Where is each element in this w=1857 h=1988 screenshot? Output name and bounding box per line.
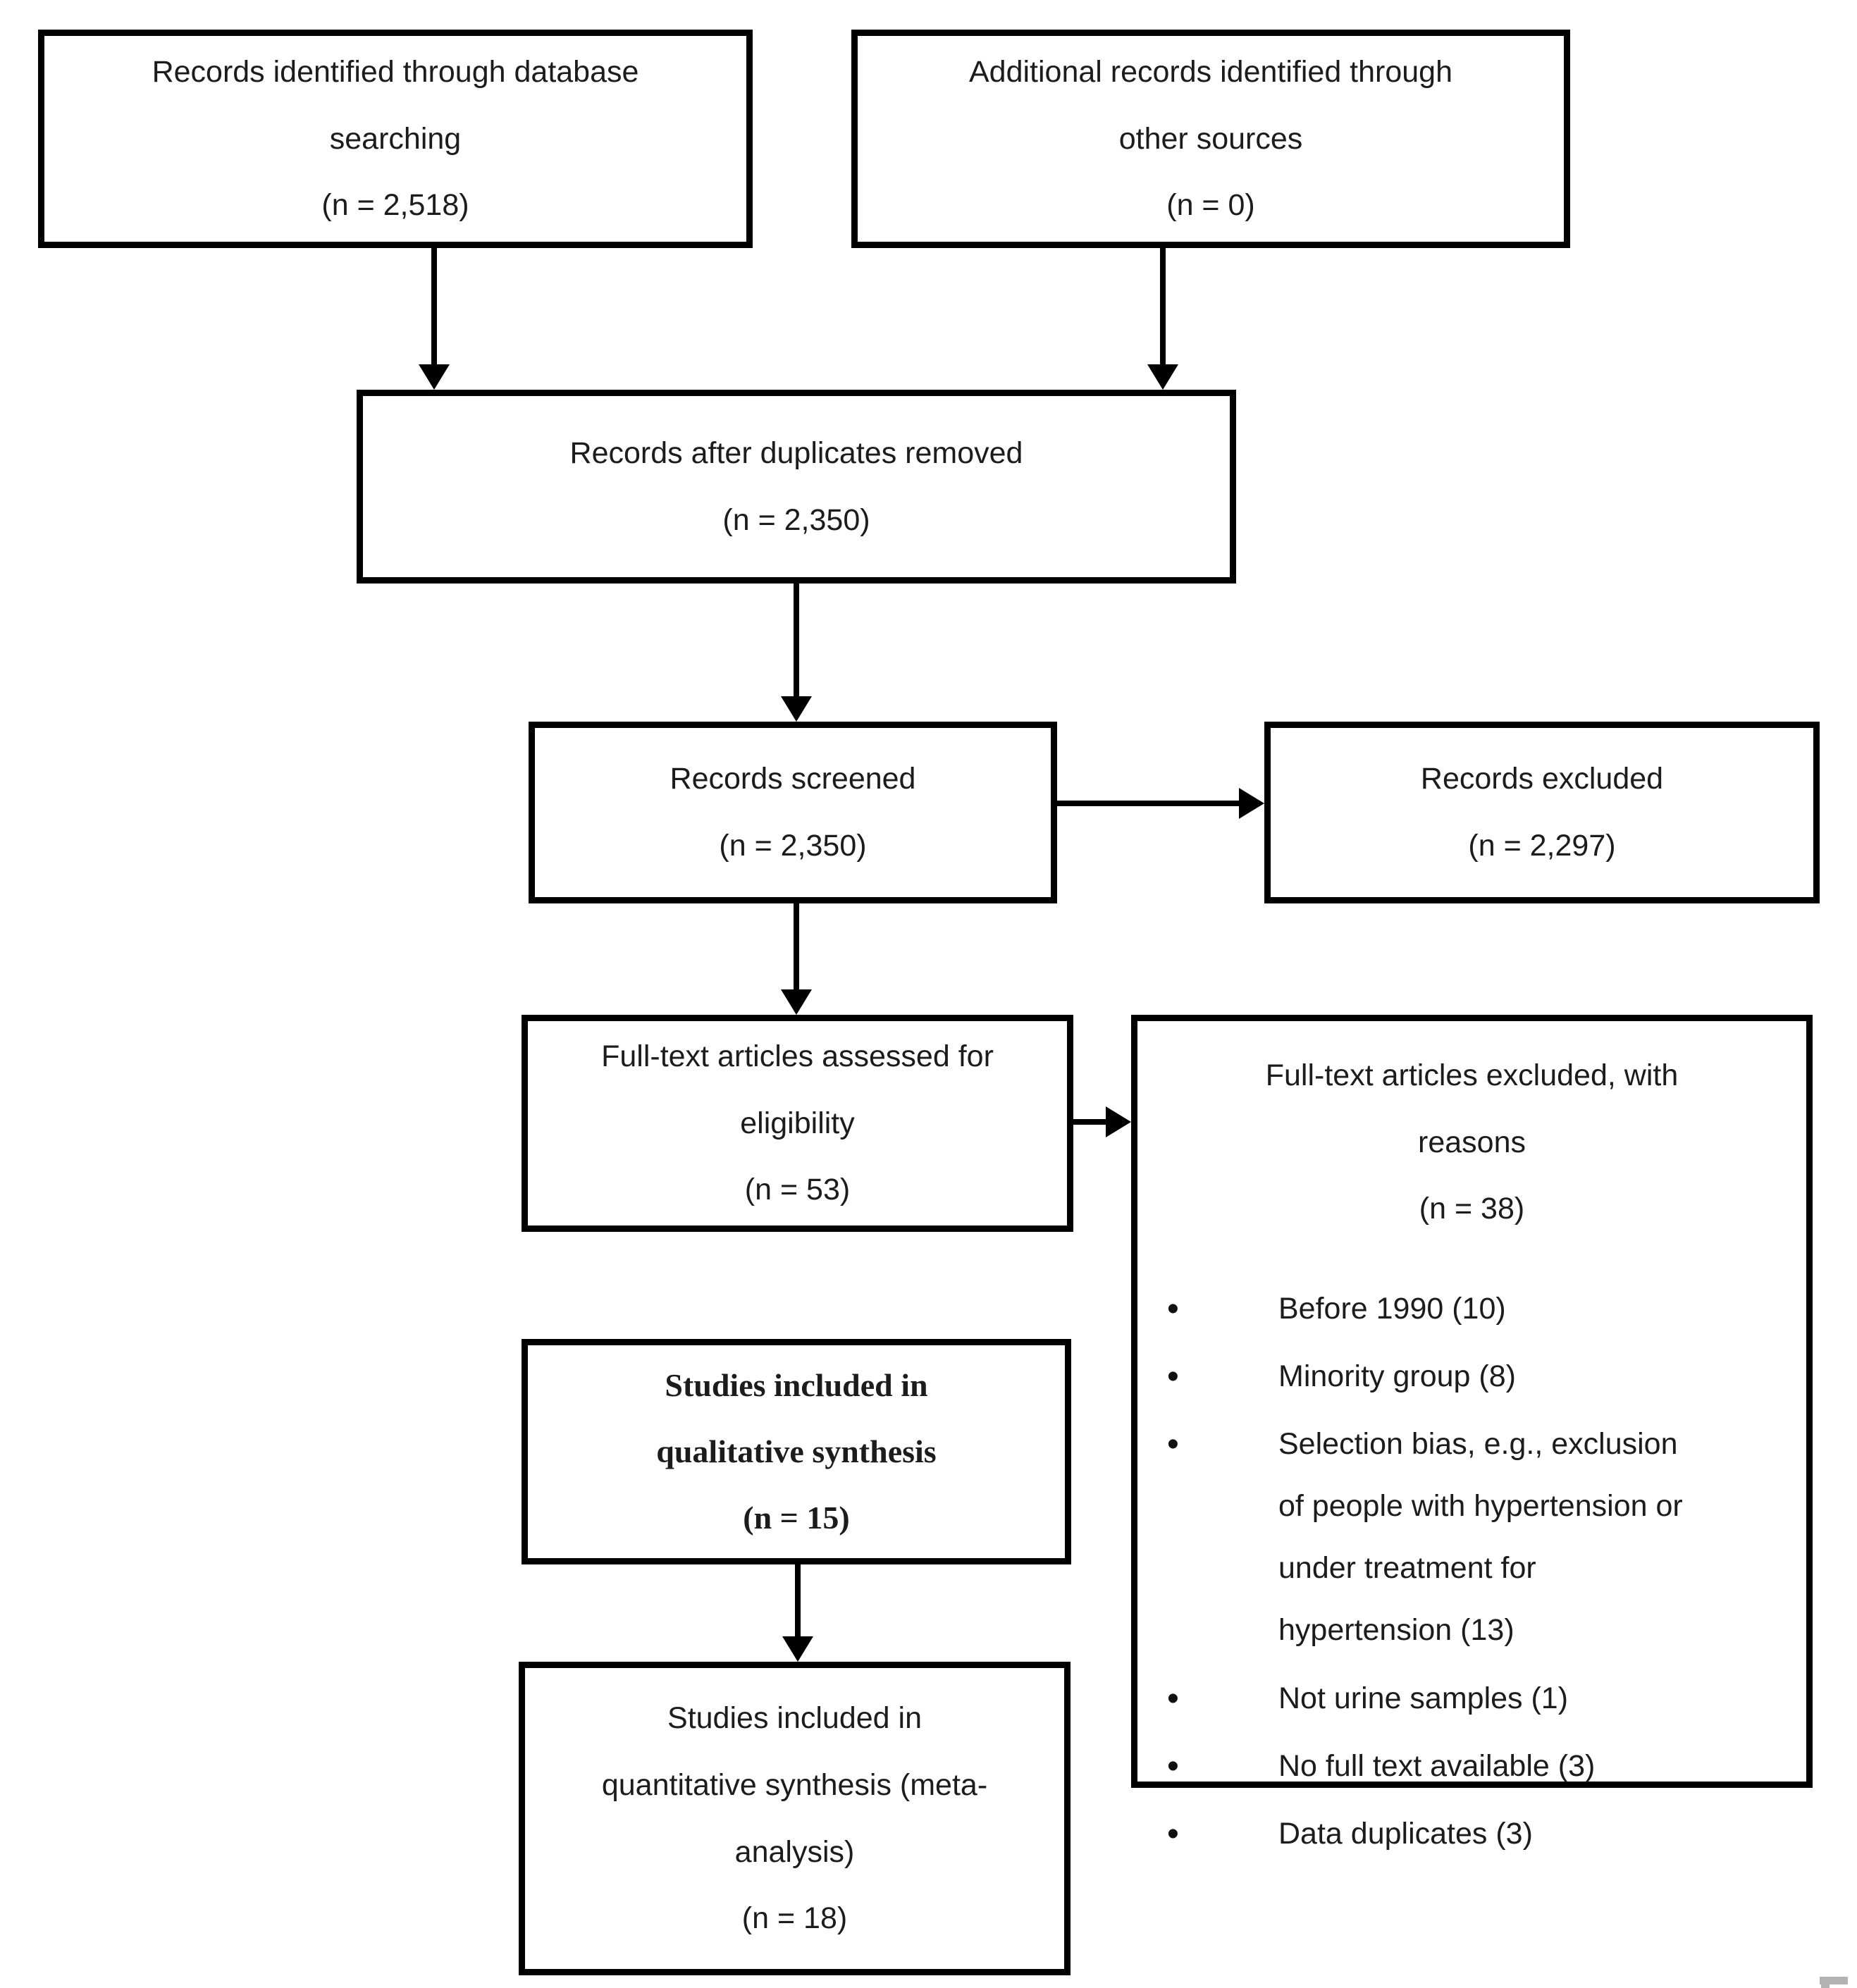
box-additional-records: Additional records identified through ot…: [851, 30, 1570, 248]
box-fulltext-assessed: Full-text articles assessed for eligibil…: [522, 1015, 1073, 1232]
exclusion-reason-item: Selection bias, e.g., exclusion of peopl…: [1167, 1410, 1701, 1662]
box-quantitative-synthesis: Studies included in quantitative synthes…: [519, 1662, 1071, 1975]
box-fulltext-excluded-header: Full-text articles excluded, with reason…: [1265, 1058, 1679, 1226]
arrow-additional-to-dedup-head-icon: [1147, 364, 1178, 390]
box-fulltext-assessed-text: Full-text articles assessed for eligibil…: [601, 1039, 994, 1207]
arrow-additional-to-dedup-line: [1160, 247, 1166, 367]
arrow-dedup-to-screened-line: [794, 583, 799, 699]
corner-artifact-notch: [1821, 1983, 1830, 1988]
arrow-fulltext-to-excluded-line: [1073, 1119, 1106, 1125]
box-records-identified-text: Records identified through database sear…: [152, 55, 639, 223]
arrow-qualitative-to-quantitative-line: [795, 1564, 801, 1639]
arrow-identified-to-dedup-head-icon: [419, 364, 450, 390]
arrow-qualitative-to-quantitative-head-icon: [782, 1636, 813, 1662]
box-additional-records-text: Additional records identified through ot…: [968, 55, 1453, 223]
box-records-identified: Records identified through database sear…: [38, 30, 753, 248]
exclusion-reasons-list: Before 1990 (10)Minority group (8)Select…: [1137, 1275, 1806, 1870]
exclusion-reason-item: Minority group (8): [1167, 1342, 1701, 1412]
box-qualitative-synthesis: Studies included in qualitative synthesi…: [522, 1339, 1071, 1564]
box-records-screened: Records screened (n = 2,350): [529, 722, 1057, 903]
exclusion-reason-item: Before 1990 (10): [1167, 1275, 1701, 1345]
exclusion-reason-item: Data duplicates (3): [1167, 1800, 1701, 1870]
box-records-excluded: Records excluded (n = 2,297): [1264, 722, 1820, 903]
corner-artifact-bar: [1820, 1977, 1848, 1984]
arrow-identified-to-dedup-line: [431, 247, 437, 367]
arrow-screened-to-excluded-line: [1056, 801, 1240, 806]
box-quantitative-synthesis-text: Studies included in quantitative synthes…: [601, 1701, 988, 1936]
box-records-screened-text: Records screened (n = 2,350): [670, 762, 916, 863]
arrow-screened-to-excluded-head-icon: [1239, 788, 1264, 819]
arrow-dedup-to-screened-head-icon: [781, 696, 812, 722]
box-qualitative-synthesis-text: Studies included in qualitative synthesi…: [656, 1366, 937, 1536]
box-duplicates-removed: Records after duplicates removed (n = 2,…: [357, 390, 1236, 584]
exclusion-reason-item: No full text available (3): [1167, 1732, 1701, 1802]
box-fulltext-excluded: Full-text articles excluded, with reason…: [1131, 1015, 1813, 1869]
corner-artifact: [1820, 1977, 1857, 1988]
exclusion-reason-item: Not urine samples (1): [1167, 1665, 1701, 1734]
box-records-excluded-text: Records excluded (n = 2,297): [1420, 762, 1664, 863]
box-duplicates-removed-text: Records after duplicates removed (n = 2,…: [569, 436, 1023, 537]
arrow-fulltext-to-excluded-head-icon: [1106, 1106, 1131, 1137]
arrow-screened-to-fulltext-head-icon: [781, 989, 812, 1015]
arrow-screened-to-fulltext-line: [794, 903, 799, 992]
